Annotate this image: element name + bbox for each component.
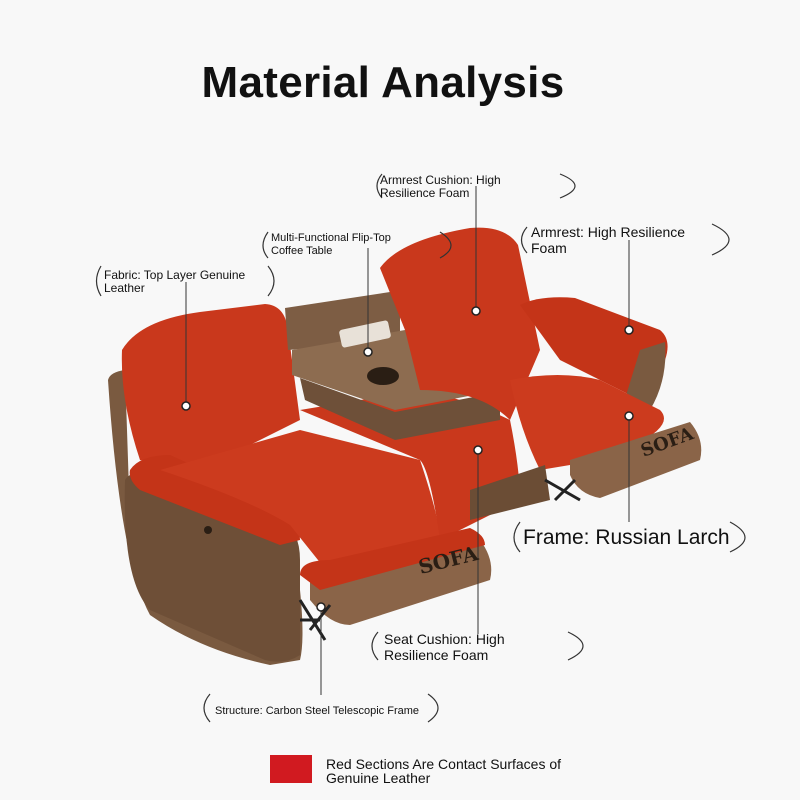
middle-seat: [300, 390, 520, 540]
left-footrest-top: [300, 528, 485, 590]
usb-panel: [339, 320, 391, 348]
label-structure: Structure: Carbon Steel Telescopic Frame: [215, 705, 419, 717]
left-armrest-top: [129, 455, 300, 545]
label-capsules: [95, 173, 746, 723]
left-footrest: [310, 540, 492, 625]
label-armrest: Armrest: High Resilience Foam: [531, 224, 686, 256]
left-back-cushion: [121, 304, 301, 470]
legend-text: Red Sections Are Contact Surfaces of Gen…: [326, 756, 562, 786]
anchor-dots: [181, 306, 634, 612]
coffee-table-front: [300, 378, 500, 440]
steel-mechanism-right: [544, 478, 581, 502]
right-back-cushion: [380, 227, 540, 420]
label-fabric: Fabric: Top Layer Genuine Leather: [104, 268, 246, 295]
legend-swatch-red: [270, 755, 312, 783]
base-frame: [470, 465, 550, 520]
label-flip-top-table: Multi-Functional Flip-Top Coffee Table: [271, 232, 391, 257]
right-armrest: [520, 297, 668, 400]
power-button: [204, 526, 212, 534]
label-seat-cushion: Seat Cushion: High Resilience Foam: [384, 631, 505, 663]
label-frame: Frame: Russian Larch: [523, 526, 730, 549]
page-title: Material Analysis: [201, 58, 565, 107]
right-footrest: [570, 422, 702, 498]
cup-holder-left: [367, 367, 399, 385]
leader-lines: [185, 186, 630, 695]
label-armrest-cushion: Armrest Cushion: High Resilience Foam: [380, 173, 501, 200]
left-seat: [160, 430, 440, 575]
